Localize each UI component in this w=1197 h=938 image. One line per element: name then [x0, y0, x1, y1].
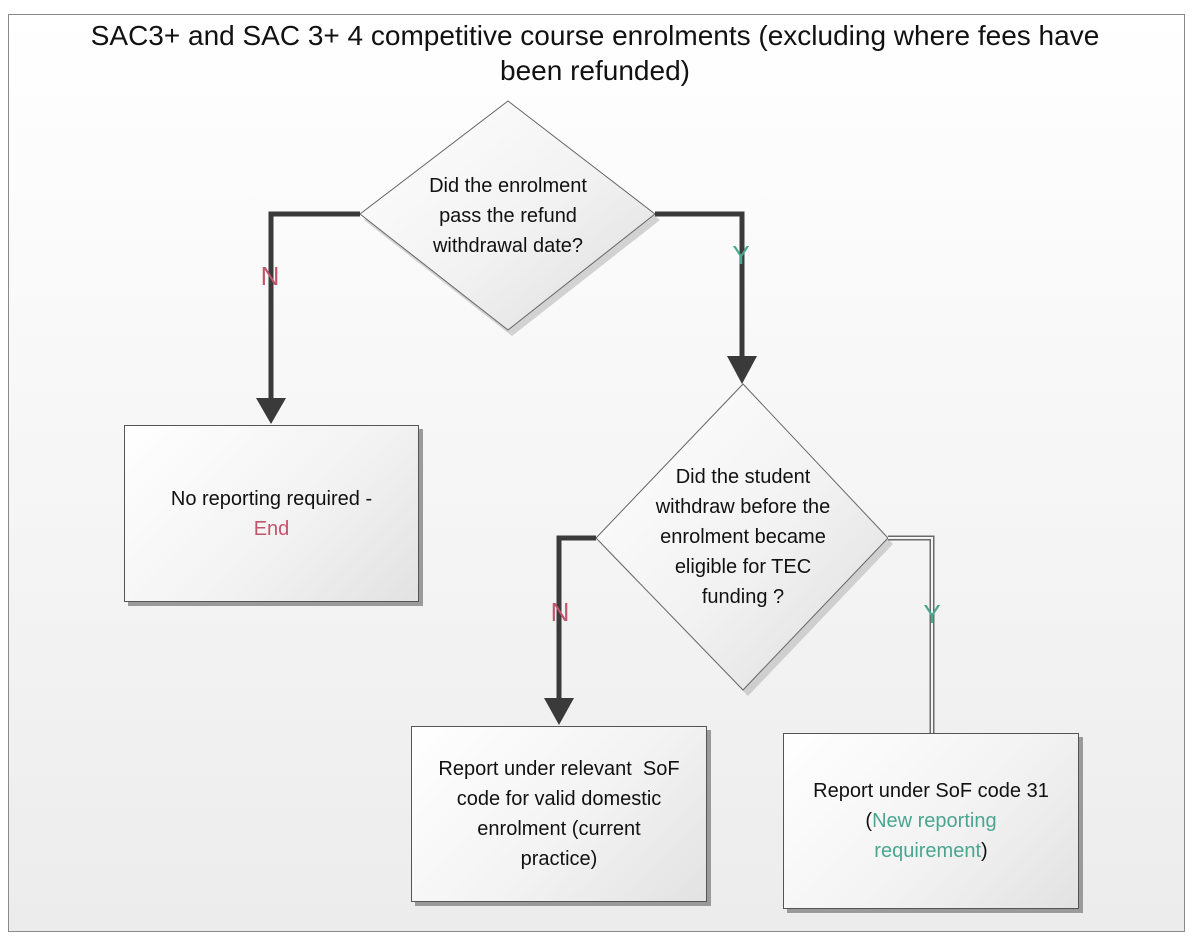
- report-relevant-line: practice): [520, 848, 598, 870]
- end-label: End: [253, 517, 290, 540]
- diagram-title: SAC3+ and SAC 3+ 4 competitive course en…: [90, 20, 1100, 86]
- arrowhead-d1-no: [256, 398, 286, 424]
- decision-2-line: enrolment became: [660, 526, 826, 548]
- report-code-31-line: Report under SoF code 31: [813, 780, 1049, 802]
- decision-2-diamond: [595, 383, 889, 691]
- new-requirement-line-1: (New reporting: [813, 806, 1049, 836]
- connector-d2-no: [556, 535, 596, 700]
- new-reporting-highlight: New reporting: [872, 810, 997, 832]
- branch-label-d2-no: N: [550, 597, 570, 627]
- decision-1-line: withdrawal date?: [432, 235, 584, 257]
- box-report-relevant-text: Report under relevant SoF code for valid…: [438, 754, 679, 874]
- report-relevant-line: enrolment (current: [477, 818, 641, 840]
- box-report-relevant-sof: Report under relevant SoF code for valid…: [411, 726, 707, 902]
- new-requirement-line-2: requirement): [813, 836, 1049, 866]
- decision-2-line: eligible for TEC: [674, 556, 812, 578]
- connector-d2-yes: [888, 535, 935, 733]
- connector-d1-yes: [655, 211, 745, 358]
- requirement-highlight: requirement: [874, 840, 982, 862]
- branch-label-d2-yes: Y: [923, 599, 941, 629]
- branch-label-d1-no: N: [260, 261, 280, 291]
- decision-2-line: funding ?: [701, 586, 785, 608]
- branch-label-d1-yes: Y: [732, 240, 750, 270]
- decision-1-diamond: [359, 100, 656, 331]
- report-relevant-line: Report under relevant SoF: [438, 758, 680, 780]
- decision-2-line: Did the student: [675, 466, 811, 488]
- box-report-code-31-text: Report under SoF code 31 (New reporting …: [813, 776, 1049, 866]
- connector-d2-yes-inner: [888, 537, 933, 733]
- box-report-code-31: Report under SoF code 31 (New reporting …: [783, 733, 1079, 909]
- decision-2-line: withdraw before the: [655, 496, 831, 518]
- box-no-reporting-text: No reporting required - End: [171, 484, 372, 544]
- decision-2-text: Did the student withdraw before the enro…: [623, 462, 863, 612]
- arrowhead-d2-no: [544, 698, 574, 725]
- decision-1-line: pass the refund: [439, 205, 577, 227]
- connector-d1-no: [268, 211, 360, 400]
- close-paren: ): [981, 840, 988, 862]
- decision-1-text: Did the enrolment pass the refund withdr…: [388, 171, 628, 261]
- report-relevant-line: code for valid domestic: [456, 788, 662, 810]
- box-no-reporting: No reporting required - End: [124, 425, 419, 602]
- no-reporting-label: No reporting required -: [170, 487, 373, 510]
- arrowhead-d1-yes: [727, 356, 757, 384]
- open-paren: (: [865, 810, 873, 832]
- decision-1-line: Did the enrolment: [429, 175, 587, 197]
